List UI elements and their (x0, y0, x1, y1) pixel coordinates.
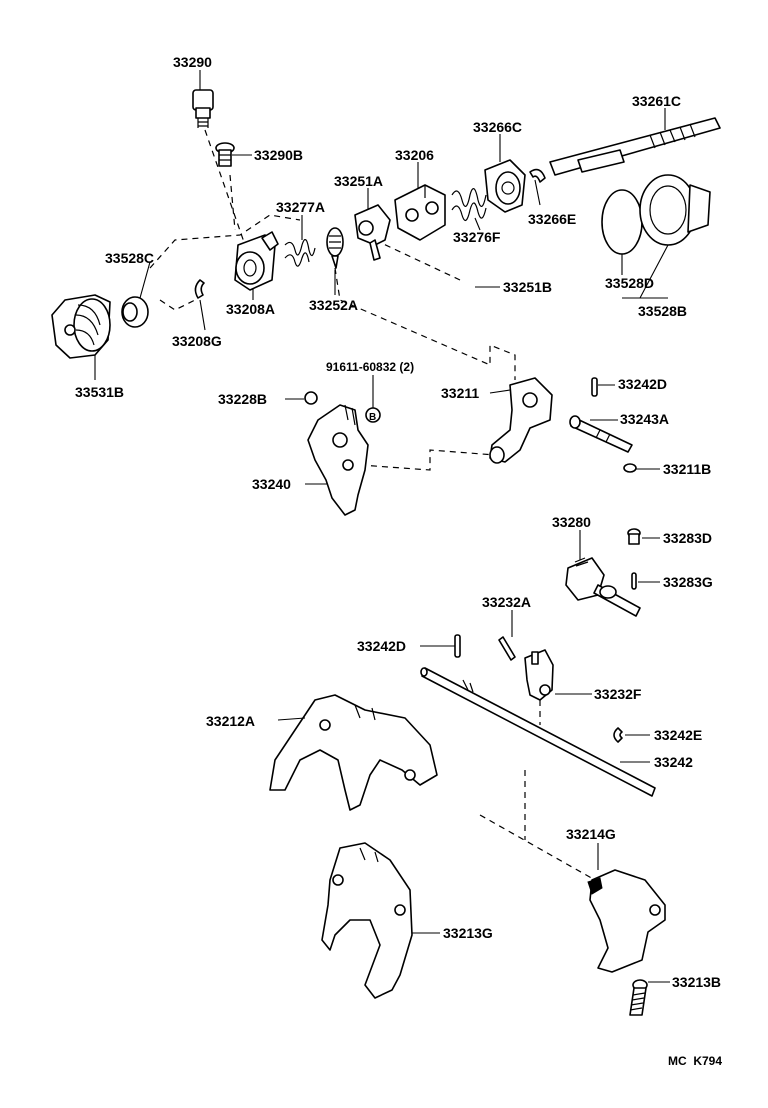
part-33290-switch (192, 89, 214, 128)
part-33208G-clip (194, 279, 205, 299)
label-33251A: 33251A (334, 173, 383, 189)
part-33277A-spring (284, 239, 316, 267)
label-33212A: 33212A (206, 713, 255, 729)
label-91611: 91611-60832 (2) (326, 360, 414, 374)
label-33531B: 33531B (75, 384, 124, 400)
label-33242E: 33242E (654, 727, 702, 743)
part-33531B-housing (51, 294, 111, 359)
part-33211B-pin (623, 463, 637, 473)
part-33242D-pin-top (591, 377, 598, 397)
part-33528C-bushing (121, 296, 149, 328)
label-33214G: 33214G (566, 826, 616, 842)
part-labels: 33290 33290B 33206 33266C 33261C 33251A … (75, 54, 722, 1068)
label-33283D: 33283D (663, 530, 712, 546)
part-33232A-pin (498, 636, 516, 661)
label-33208A: 33208A (226, 301, 275, 317)
label-33242D-mid: 33242D (357, 638, 406, 654)
part-33261C-shaft (549, 117, 721, 176)
part-33252A-sleeve (326, 227, 344, 269)
part-33276F-spring (451, 188, 487, 221)
label-33276F: 33276F (453, 229, 501, 245)
part-33213G-fork (321, 842, 413, 999)
part-33242D-pin-mid (454, 634, 461, 658)
part-33212A-fork (269, 694, 438, 811)
label-33290B: 33290B (254, 147, 303, 163)
part-33283G-pin (631, 572, 637, 590)
part-33528D-oring (601, 189, 643, 255)
part-33206-bracket (394, 184, 446, 241)
label-33280: 33280 (552, 514, 591, 530)
label-33213B: 33213B (672, 974, 721, 990)
label-33208G: 33208G (172, 333, 222, 349)
part-33283D-plug (627, 528, 641, 545)
label-33242: 33242 (654, 754, 693, 770)
label-33528B: 33528B (638, 303, 687, 319)
label-33266C: 33266C (473, 119, 522, 135)
reference-b-letter: B (369, 412, 376, 423)
part-33242-rail (420, 667, 656, 797)
assembly-guide-lines (149, 129, 596, 881)
label-33277A: 33277A (276, 199, 325, 215)
part-33208A-lever (234, 231, 279, 291)
label-33242D-top: 33242D (618, 376, 667, 392)
part-33228B-ball (304, 391, 318, 405)
label-33252A: 33252A (309, 297, 358, 313)
label-33228B: 33228B (218, 391, 267, 407)
label-33251B: 33251B (503, 279, 552, 295)
label-33211: 33211 (441, 385, 479, 401)
part-33528B-seal (639, 174, 711, 246)
diagram-code: MC K794 (668, 1054, 722, 1068)
label-33243A: 33243A (620, 411, 669, 427)
label-33232A: 33232A (482, 594, 531, 610)
label-33261C: 33261C (632, 93, 681, 109)
leader-lines (94, 70, 670, 983)
label-33232F: 33232F (594, 686, 642, 702)
reference-b-circle: B (365, 407, 381, 423)
part-33214G-fork (587, 869, 666, 973)
part-33290B-plug (215, 142, 235, 167)
part-33240-bracket (307, 404, 369, 516)
label-33213G: 33213G (443, 925, 493, 941)
label-33266E: 33266E (528, 211, 576, 227)
part-33266C-cover (484, 159, 526, 213)
label-33528D: 33528D (605, 275, 654, 291)
part-33232F-head (524, 649, 554, 701)
part-33211-lever (489, 377, 553, 464)
label-33240: 33240 (252, 476, 291, 492)
part-33243A-shaft (569, 415, 633, 453)
label-33290: 33290 (173, 54, 212, 70)
part-33251A-gear (354, 204, 391, 261)
label-33206: 33206 (395, 147, 434, 163)
part-33213B-bolt (629, 979, 648, 1016)
part-33242E-clip (613, 727, 623, 743)
part-33266E-clip (529, 168, 546, 183)
label-33211B: 33211B (663, 461, 711, 477)
label-33528C: 33528C (105, 250, 154, 266)
label-33283G: 33283G (663, 574, 713, 590)
part-33280-selector (565, 557, 641, 617)
